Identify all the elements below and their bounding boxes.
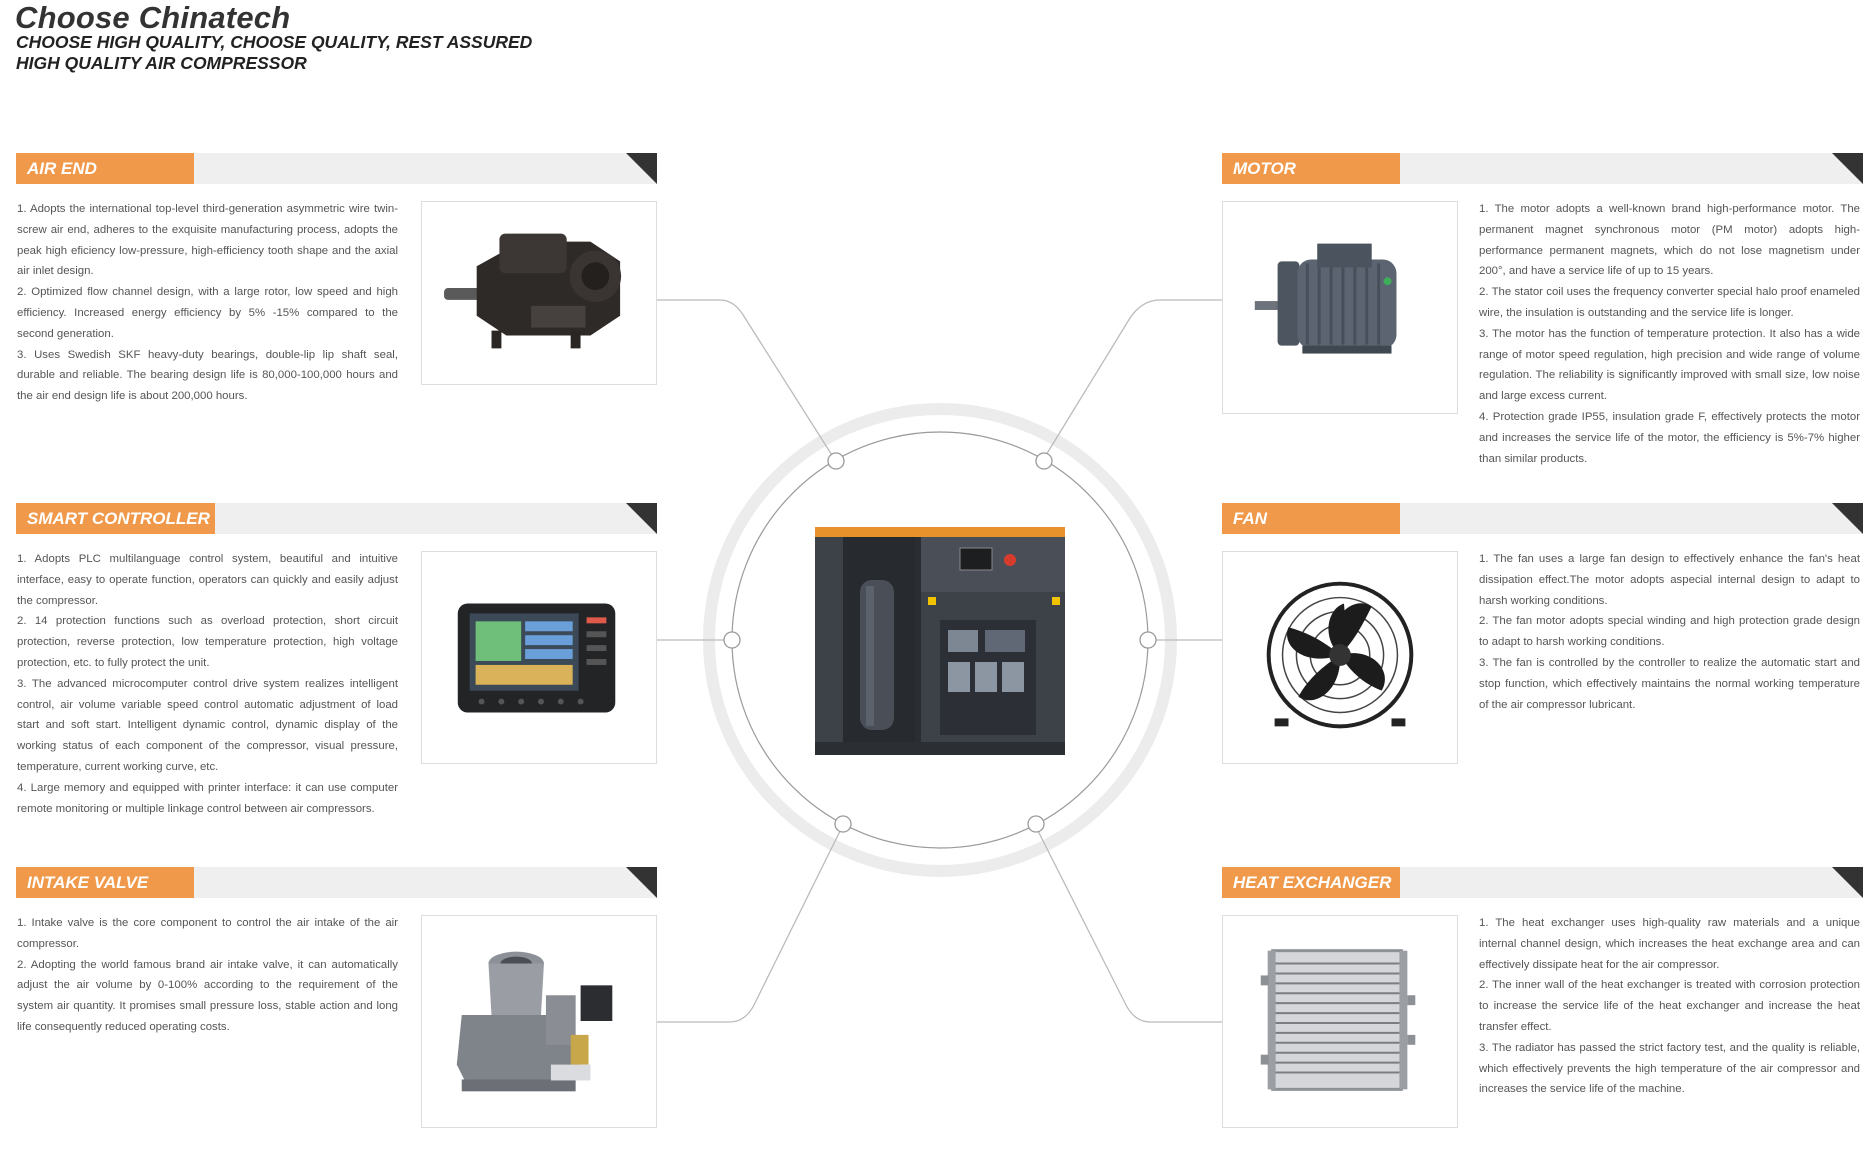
motor-header: MOTOR (1222, 153, 1863, 184)
connector-heat-exchanger (1034, 824, 1222, 1023)
smart-controller-image (421, 551, 657, 764)
smart-controller-label: SMART CONTROLLER (16, 503, 215, 534)
smart-controller-description: 1. Adopts PLC multilanguage control syst… (17, 549, 398, 819)
air-compressor-icon (815, 527, 1065, 755)
node-motor (1035, 452, 1053, 470)
fan-description: 1. The fan uses a large fan design to ef… (1479, 549, 1860, 715)
corner-triangle-icon (1832, 867, 1863, 898)
motor-icon (1254, 243, 1397, 354)
controller-icon (457, 603, 616, 713)
node-smart-controller (723, 631, 741, 649)
air-end-image (421, 201, 657, 385)
motor-description: 1. The motor adopts a well-known brand h… (1479, 199, 1860, 469)
smart-controller-header: SMART CONTROLLER (16, 503, 657, 534)
smart-controller-point-3: 3. The advanced microcomputer control dr… (17, 677, 398, 773)
node-intake-valve (834, 815, 852, 833)
intake-valve-icon (456, 951, 613, 1092)
node-heat-exchanger (1027, 815, 1045, 833)
corner-triangle-icon (626, 503, 657, 534)
heat-exchanger-header: HEAT EXCHANGER (1222, 867, 1863, 898)
corner-triangle-icon (1832, 153, 1863, 184)
fan-label: FAN (1222, 503, 1400, 534)
intake-valve-point-1: 1. Intake valve is the core component to… (17, 917, 398, 950)
corner-triangle-icon (626, 867, 657, 898)
connector-air-end (657, 299, 836, 461)
smart-controller-point-4: 4. Large memory and equipped with printe… (17, 781, 398, 815)
fan-point-1: 1. The fan uses a large fan design to ef… (1479, 553, 1860, 607)
motor-image (1222, 201, 1458, 414)
air-end-label: AIR END (16, 153, 194, 184)
heat-exchanger-icon (1260, 949, 1416, 1091)
fan-point-2: 2. The fan motor adopts special winding … (1479, 615, 1860, 649)
intake-valve-point-2: 2. Adopting the world famous brand air i… (17, 958, 398, 1033)
intake-valve-description: 1. Intake valve is the core component to… (17, 913, 398, 1038)
corner-triangle-icon (1832, 503, 1863, 534)
node-air-end (827, 452, 845, 470)
heat-exchanger-point-3: 3. The radiator has passed the strict fa… (1479, 1041, 1860, 1096)
motor-point-3: 3. The motor has the function of tempera… (1479, 327, 1860, 403)
motor-point-4: 4. Protection grade IP55, insulation gra… (1479, 410, 1860, 465)
fan-icon (1266, 581, 1414, 729)
air-end-icon (444, 233, 622, 349)
intake-valve-header: INTAKE VALVE (16, 867, 657, 898)
fan-header: FAN (1222, 503, 1863, 534)
motor-point-1: 1. The motor adopts a well-known brand h… (1479, 203, 1860, 278)
fan-point-3: 3. The fan is controlled by the controll… (1479, 656, 1860, 711)
heat-exchanger-point-1: 1. The heat exchanger uses high-quality … (1479, 917, 1860, 971)
page-title: Choose Chinatech (15, 0, 291, 35)
page-subtitle: CHOOSE HIGH QUALITY, CHOOSE QUALITY, RES… (16, 32, 532, 74)
fan-image (1222, 551, 1458, 764)
smart-controller-point-2: 2. 14 protection functions such as overl… (17, 615, 398, 669)
connector-motor (1042, 299, 1222, 461)
motor-point-2: 2. The stator coil uses the frequency co… (1479, 286, 1860, 319)
heat-exchanger-label: HEAT EXCHANGER (1222, 867, 1400, 898)
motor-label: MOTOR (1222, 153, 1400, 184)
intake-valve-image (421, 915, 657, 1128)
inner-ring (731, 431, 1149, 849)
outer-ring (703, 403, 1177, 877)
connector-intake-valve (657, 824, 844, 1023)
air-end-description: 1. Adopts the international top-level th… (17, 199, 398, 407)
heat-exchanger-image (1222, 915, 1458, 1128)
air-end-header: AIR END (16, 153, 657, 184)
smart-controller-point-1: 1. Adopts PLC multilanguage control syst… (17, 553, 398, 607)
subtitle-line-2: HIGH QUALITY AIR COMPRESSOR (16, 53, 307, 73)
node-fan (1139, 631, 1157, 649)
air-end-point-3: 3. Uses Swedish SKF heavy-duty bearings,… (17, 348, 398, 403)
air-end-point-2: 2. Optimized flow channel design, with a… (17, 286, 398, 340)
heat-exchanger-description: 1. The heat exchanger uses high-quality … (1479, 913, 1860, 1100)
intake-valve-label: INTAKE VALVE (16, 867, 194, 898)
air-end-point-1: 1. Adopts the international top-level th… (17, 203, 398, 278)
corner-triangle-icon (626, 153, 657, 184)
heat-exchanger-point-2: 2. The inner wall of the heat exchanger … (1479, 979, 1860, 1033)
subtitle-line-1: CHOOSE HIGH QUALITY, CHOOSE QUALITY, RES… (16, 32, 533, 52)
